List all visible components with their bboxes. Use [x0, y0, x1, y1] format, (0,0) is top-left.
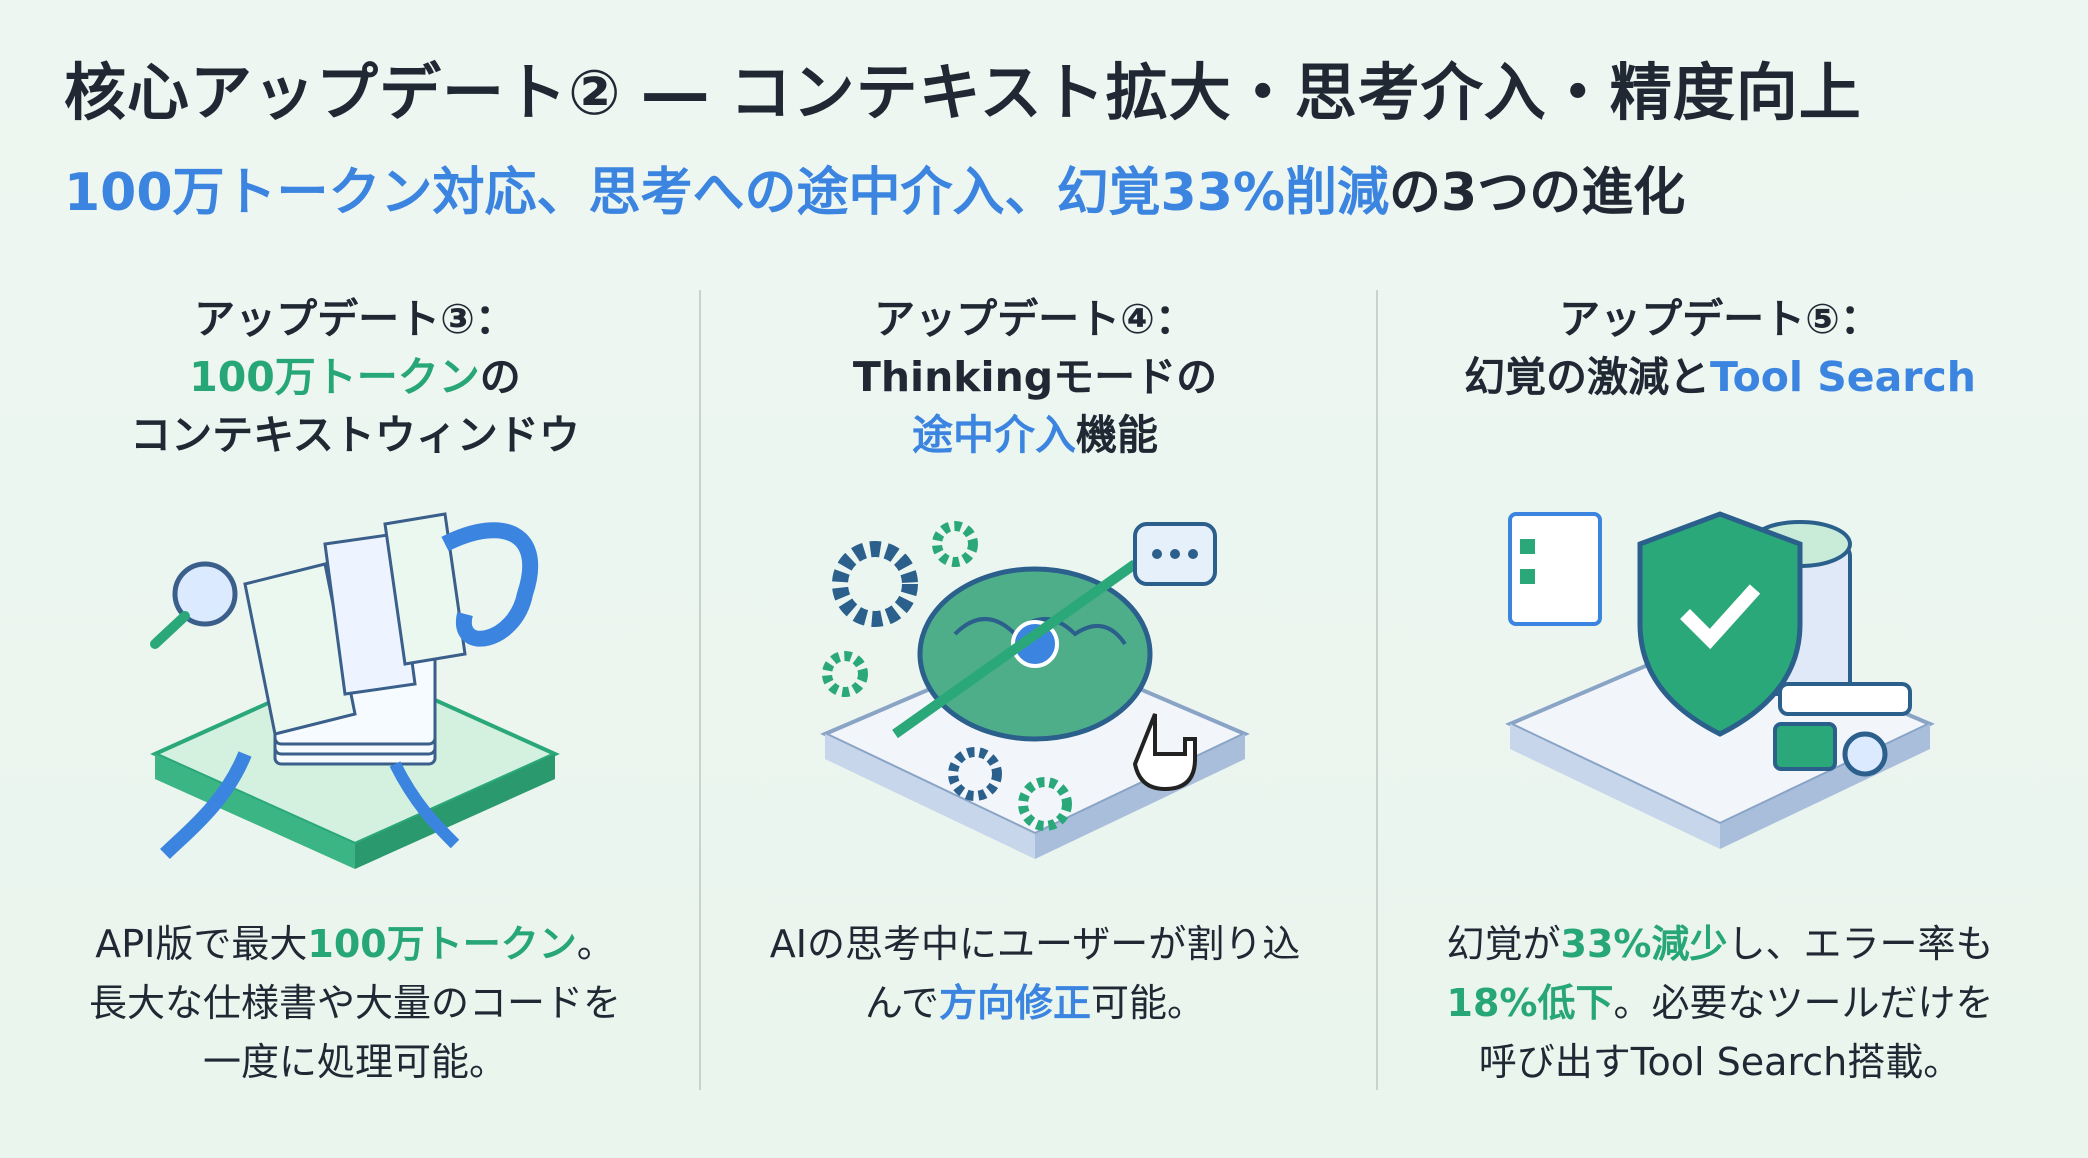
brain-intervention-illustration — [820, 521, 1250, 859]
heading-text: 幻覚の激減と — [1464, 353, 1711, 401]
desc-line: んで方向修正可能。 — [705, 974, 1365, 1033]
heading-highlight: 途中介入 — [912, 411, 1076, 459]
page-title: 核心アップデート② ― コンテキスト拡大・思考介入・精度向上 — [64, 56, 1862, 129]
heading-label: アップデート④： — [874, 295, 1196, 343]
update-4-heading: アップデート④： Thinkingモードの 途中介入機能 — [705, 290, 1365, 464]
heading-line3: コンテキストウィンドウ — [130, 411, 580, 459]
document-stack-illustration — [150, 512, 560, 869]
desc-line: API版で最大100万トークン。 — [25, 915, 685, 974]
desc-highlight: 18%低下 — [1446, 981, 1614, 1025]
update-5-card: アップデート⑤： 幻覚の激減とTool Search — [1390, 290, 2050, 884]
subtitle-highlight: 100万トークン対応、思考への途中介入、幻覚33%削減 — [64, 163, 1390, 223]
column-divider — [1376, 290, 1378, 1090]
desc-line: 18%低下。必要なツールだけを — [1390, 974, 2050, 1033]
desc-highlight: 方向修正 — [939, 981, 1092, 1025]
heading-highlight: Tool Search — [1710, 353, 1976, 401]
desc-text: 可能。 — [1091, 981, 1206, 1025]
heading-text: 機能 — [1076, 411, 1158, 459]
update-5-heading: アップデート⑤： 幻覚の激減とTool Search — [1390, 290, 2050, 406]
desc-line: AIの思考中にユーザーが割り込 — [769, 922, 1301, 966]
desc-line: 幻覚が33%減少し、エラー率も — [1390, 915, 2050, 974]
subtitle-rest: の3つの進化 — [1389, 163, 1686, 223]
heading-line2: Thinkingモードの — [852, 353, 1218, 401]
update-4-card: アップデート④： Thinkingモードの 途中介入機能 — [705, 290, 1365, 884]
heading-line3: 途中介入機能 — [705, 406, 1365, 464]
desc-text: API版で最大 — [95, 922, 308, 966]
update-3-heading: アップデート③： 100万トークンの コンテキストウィンドウ — [25, 290, 685, 464]
shield-database-illustration — [1505, 511, 1935, 849]
update-3-card: アップデート③： 100万トークンの コンテキストウィンドウ — [25, 290, 685, 884]
update-3-description: API版で最大100万トークン。 長大な仕様書や大量のコードを 一度に処理可能。 — [25, 915, 685, 1092]
heading-text: の — [479, 353, 521, 401]
heading-line2: 100万トークンの — [25, 348, 685, 406]
heading-label: アップデート⑤： — [1559, 295, 1881, 343]
column-divider — [699, 290, 701, 1090]
desc-line: 長大な仕様書や大量のコードを — [88, 981, 621, 1025]
desc-line: 一度に処理可能。 — [202, 1040, 507, 1084]
page-subtitle: 100万トークン対応、思考への途中介入、幻覚33%削減の3つの進化 — [64, 150, 1685, 225]
update-5-description: 幻覚が33%減少し、エラー率も 18%低下。必要なツールだけを 呼び出すTool… — [1390, 915, 2050, 1092]
desc-text: 。 — [576, 922, 615, 966]
desc-text: んで — [864, 981, 940, 1025]
desc-text: し、エラー率も — [1727, 922, 1994, 966]
heading-label: アップデート③： — [194, 295, 516, 343]
update-4-description: AIの思考中にユーザーが割り込 んで方向修正可能。 — [705, 915, 1365, 1033]
desc-text: 幻覚が — [1446, 922, 1561, 966]
heading-line2: 幻覚の激減とTool Search — [1390, 348, 2050, 406]
desc-highlight: 33%減少 — [1560, 922, 1728, 966]
desc-highlight: 100万トークン — [307, 922, 577, 966]
desc-line: 呼び出すTool Search搭載。 — [1478, 1040, 1962, 1084]
heading-highlight: 100万トークン — [189, 353, 480, 401]
desc-text: 。必要なツールだけを — [1613, 981, 1994, 1025]
